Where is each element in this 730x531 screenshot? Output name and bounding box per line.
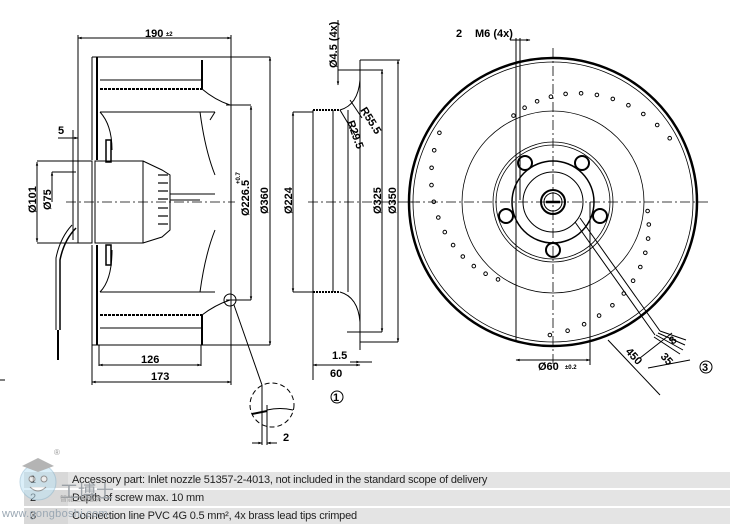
rivet-dot <box>610 303 615 308</box>
dim-impeller-tol-upper: +0.7 <box>236 171 242 184</box>
rivet-dot <box>429 182 434 188</box>
rivet-dot <box>548 94 554 99</box>
note-text: Depth of screw max. 10 mm <box>72 492 204 504</box>
notes-table: 1 Accessory part: Inlet nozzle 51357-2-4… <box>24 472 730 526</box>
dim-hub-dia: Ø75 <box>42 189 54 210</box>
rivet-dot <box>645 236 651 241</box>
dim-depth: 60 <box>330 368 342 380</box>
rivet-dot <box>645 208 650 214</box>
dim-detail-gap: 2 <box>283 432 289 444</box>
dim-cable-length: 450 <box>623 346 644 368</box>
rivet-dot <box>483 271 488 277</box>
note-text: Accessory part: Inlet nozzle 51357-2-401… <box>72 474 488 486</box>
rivet-dot <box>563 91 568 97</box>
rivet-dot <box>641 111 646 117</box>
dim-hub-bolt-circle-tol: ±0.2 <box>565 365 577 371</box>
rivet-dot <box>565 328 570 334</box>
rivet-dot <box>471 263 477 269</box>
note-row: 3 Connection line PVC 4G 0.5 mm², 4x bra… <box>24 508 730 524</box>
dim-thickness: 1.5 <box>332 350 347 362</box>
dim-motor-dia: Ø101 <box>27 186 39 213</box>
nozzle-view <box>291 20 420 404</box>
dim-width-173: 173 <box>151 371 169 383</box>
note-number: 1 <box>24 472 68 488</box>
note-number: 2 <box>24 490 68 506</box>
rivet-dot <box>596 313 602 318</box>
dim-flange-offset: 5 <box>58 125 64 137</box>
note-text: Connection line PVC 4G 0.5 mm², 4x brass… <box>72 510 357 522</box>
rivet-dot <box>594 92 600 98</box>
dim-housing-dia: Ø360 <box>259 187 271 214</box>
dim-inlet-dia: Ø224 <box>283 186 295 214</box>
rivet-dot <box>646 222 652 227</box>
rivet-dot <box>460 254 466 259</box>
rivet-dot <box>581 321 587 327</box>
dim-impeller-dia: Ø226.5 <box>240 180 252 216</box>
rivet-dot <box>436 215 441 220</box>
rivet-dot <box>522 105 527 110</box>
rivet-dot <box>431 148 437 153</box>
dim-outer-dia: Ø350 <box>387 187 399 214</box>
note-row: 1 Accessory part: Inlet nozzle 51357-2-4… <box>24 472 730 488</box>
dim-hole-dia: Ø4.5 (4x) <box>328 21 340 68</box>
rivet-dot <box>534 99 540 104</box>
rivet-dot <box>511 113 516 118</box>
rivet-dot <box>429 165 434 171</box>
blade-rivet-dots <box>429 91 673 338</box>
dim-radius-small: R29.5 <box>344 119 365 151</box>
dim-tip-length: 8 <box>667 334 680 347</box>
rivet-dot <box>630 278 636 284</box>
callout-2: 2 <box>456 28 462 40</box>
dim-radius-large: R55.5 <box>357 105 383 136</box>
rivet-dot <box>610 96 616 102</box>
rivet-dot <box>450 242 456 248</box>
rivet-dot <box>547 332 553 338</box>
rivet-dot <box>495 277 501 282</box>
rivet-dot <box>626 102 631 108</box>
dim-bolt-circle: Ø325 <box>372 187 384 214</box>
rivet-dot <box>643 250 648 256</box>
dim-overall-width-tol: ±2 <box>166 32 173 38</box>
dim-overall-width: 190 <box>145 28 163 40</box>
callout-1: 1 <box>333 392 339 404</box>
rivet-dot <box>667 135 673 141</box>
rivet-dot <box>578 91 584 96</box>
rivet-dot <box>621 291 627 296</box>
rivet-dot <box>638 264 643 270</box>
side-view <box>0 35 295 445</box>
front-view <box>407 38 713 396</box>
dim-hub-bolt-circle: Ø60 <box>538 361 559 373</box>
callout-3: 3 <box>702 362 708 374</box>
dim-width-126: 126 <box>141 354 159 366</box>
note-number: 3 <box>24 508 68 524</box>
rivet-dot <box>437 130 442 136</box>
rivet-dot <box>654 122 660 128</box>
rivet-dot <box>431 199 437 205</box>
rivet-dot <box>442 229 448 235</box>
note-row: 2 Depth of screw max. 10 mm <box>24 490 730 506</box>
thread-label: M6 (4x) <box>475 28 513 40</box>
